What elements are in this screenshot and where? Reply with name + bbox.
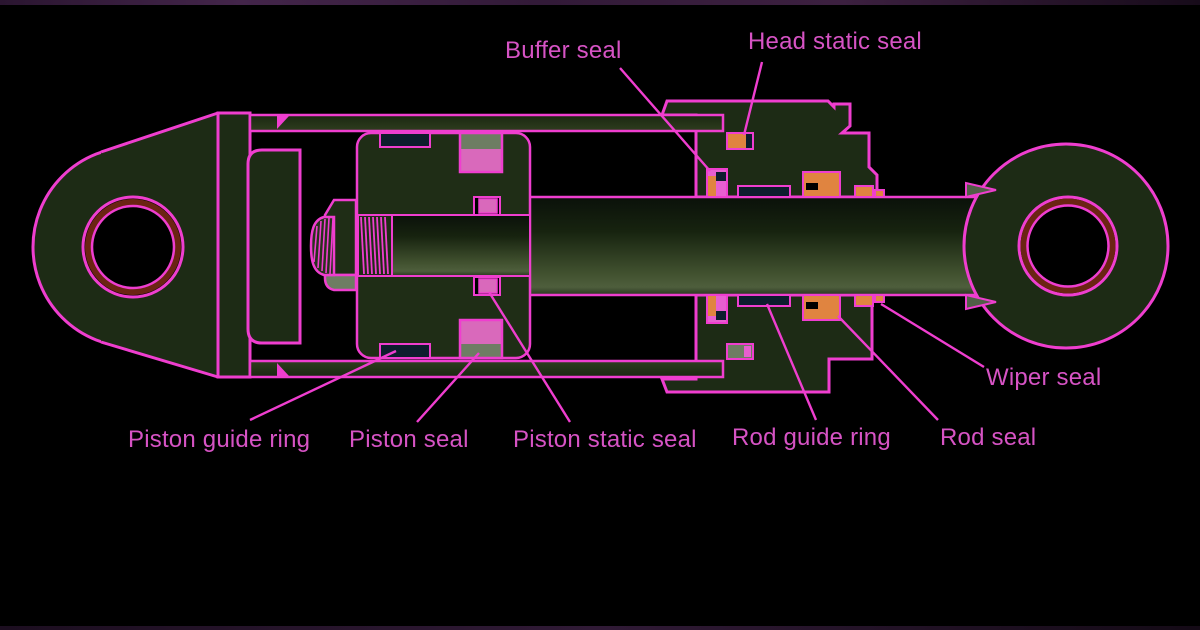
leader-line-head-static-seal <box>742 61 764 136</box>
leader-line-piston-seal <box>416 352 480 423</box>
seal-label-wiper-seal: Wiper seal <box>986 364 1102 391</box>
piston-seal-energizer <box>460 320 502 344</box>
seal-label-piston-static-seal: Piston static seal <box>513 426 697 453</box>
rod-shaft <box>530 197 977 295</box>
wiper-seal-lip <box>874 189 885 198</box>
right-eye-bore-inner <box>1026 204 1110 288</box>
head-static-ring <box>728 134 746 148</box>
wiper-seal-body <box>854 294 874 307</box>
rod-seal-bottom <box>802 294 841 321</box>
leader-line-buffer-seal <box>619 67 711 172</box>
piston-seal-wear-band <box>460 133 502 149</box>
static-seal-ring <box>478 278 498 294</box>
cap-assembly <box>216 111 302 379</box>
barrel-wall-top <box>248 113 725 133</box>
buffer-seal-energizer <box>708 296 716 316</box>
wiper-seal-body <box>854 185 874 198</box>
piston-seal-top <box>458 131 504 174</box>
left-eye-mount <box>31 111 235 379</box>
static-seal-ring <box>478 198 498 214</box>
wiper-seal-lip <box>874 294 885 303</box>
rod-seal-body <box>802 294 841 321</box>
seal-label-piston-guide-ring: Piston guide ring <box>128 426 311 453</box>
buffer-seal-notch <box>716 172 726 181</box>
cap-recess-block <box>246 148 302 345</box>
cap-plate <box>216 111 252 379</box>
stub-hatching <box>313 217 334 275</box>
right-eye-mount <box>962 142 1170 350</box>
leader-line-piston-guide-ring <box>249 349 397 422</box>
piston-guide-ring-top <box>379 132 431 148</box>
seal-label-head-static-seal: Head static seal <box>748 28 922 55</box>
piston-seal-outline <box>458 131 504 174</box>
left-clevis-bottom-edge <box>100 340 219 379</box>
piston-static-seal-bottom <box>473 276 501 296</box>
rod-seal-notch <box>806 183 818 190</box>
leader-line-piston-static-seal <box>487 291 572 423</box>
nut-bottom-face <box>323 273 358 292</box>
left-eye-bore-inner <box>90 204 176 290</box>
leader-line-rod-guide-ring <box>765 303 818 421</box>
head-seals <box>706 132 885 360</box>
wiper-seal-top <box>854 185 885 198</box>
buffer-seal-top <box>706 168 728 198</box>
head-static-seal-bottom <box>726 343 754 360</box>
bottom-frame-bar <box>0 626 1200 630</box>
barrel-weld-top <box>277 116 289 129</box>
right-eye-fillet-top <box>965 181 997 199</box>
seal-label-rod-guide-ring: Rod guide ring <box>732 424 891 451</box>
piston-rod <box>530 195 977 297</box>
rod-seal-notch <box>806 302 818 309</box>
leader-line-rod-seal <box>837 315 939 421</box>
buffer-seal-energizer <box>708 176 716 196</box>
wiper-seal-bottom <box>854 294 885 307</box>
right-eye-fillet-bottom <box>965 293 997 311</box>
left-eye-bushing <box>85 199 181 295</box>
head-static-seal-top <box>726 132 754 150</box>
leader-lines <box>249 61 985 423</box>
buffer-seal-notch <box>716 311 726 320</box>
rod-end-stub <box>309 215 336 277</box>
piston-static-seal-top <box>473 196 501 216</box>
left-clevis-top-edge <box>100 111 219 154</box>
seal-label-rod-seal: Rod seal <box>940 424 1037 451</box>
leader-line-wiper-seal <box>880 302 985 369</box>
rod-guide-ring-top <box>737 185 791 198</box>
rod-seal-body <box>802 171 841 198</box>
head-static-ring <box>744 346 751 357</box>
piston-assembly <box>309 131 532 360</box>
piston-seal-energizer <box>460 149 502 172</box>
piston-seal-outline <box>458 318 504 360</box>
barrel-weld-bottom <box>277 363 289 376</box>
rod-seal-top <box>802 171 841 198</box>
piston-seal-bottom <box>458 318 504 360</box>
top-frame-bar <box>0 0 1200 5</box>
right-eye-bushing <box>1020 198 1116 294</box>
thread-hatching <box>360 216 389 275</box>
buffer-seal-bottom <box>706 294 728 324</box>
rod-guide-ring-bottom <box>737 294 791 307</box>
piston-guide-ring-bottom <box>379 343 431 359</box>
seal-label-buffer-seal: Buffer seal <box>505 37 622 64</box>
seal-label-piston-seal: Piston seal <box>349 426 469 453</box>
piston-seal-wear-band <box>460 344 502 358</box>
rod-thread-section <box>357 214 393 277</box>
barrel-wall-bottom <box>248 359 725 379</box>
rod-core-through-piston <box>390 214 531 277</box>
